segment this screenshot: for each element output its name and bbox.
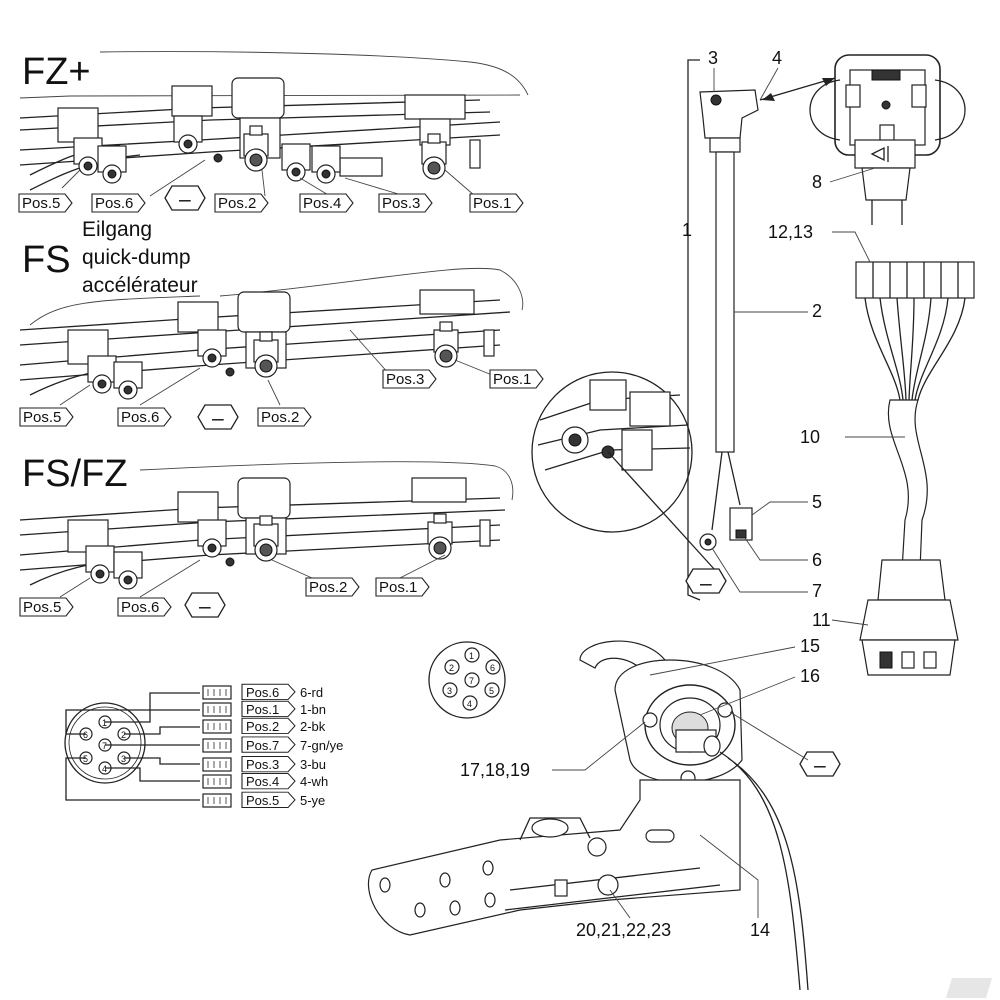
pos-tag: Pos.2	[218, 195, 256, 212]
fs-fz-title: FS/FZ	[22, 453, 128, 495]
legend-pos: Pos.6	[246, 685, 279, 700]
callout-17-19: 17,18,19	[460, 760, 530, 780]
socket-bracket-assembly	[367, 640, 809, 991]
legend-pos: Pos.7	[246, 738, 279, 753]
callout-7: 7	[812, 581, 822, 601]
callout-14: 14	[750, 920, 770, 940]
callout-12-13: 12,13	[768, 222, 813, 242]
legend-wire: 1-bn	[300, 702, 326, 717]
fs-assembly: FS Eilgang quick-dump accélérateur Pos.3…	[19, 218, 544, 430]
legend-pos: Pos.3	[246, 757, 279, 772]
legend-row: Pos.5 5-ye	[202, 791, 325, 809]
legend-wire: 5-ye	[300, 793, 325, 808]
part-callouts: 3 4 8 12,13 1 2 10 5 6 7 11 15 16 17,18,…	[460, 48, 905, 940]
pos-tag: Pos.1	[473, 195, 511, 212]
callout-15: 15	[800, 636, 820, 656]
socket-face: 1 2 3 4 5 6 7	[428, 641, 506, 719]
legend-pos: Pos.2	[246, 719, 279, 734]
svg-text:2: 2	[121, 730, 126, 740]
callout-3: 3	[708, 48, 718, 68]
legend-row: Pos.3 3-bu	[202, 755, 326, 773]
pos-tag: Pos.5	[23, 599, 61, 616]
legend-row: Pos.2 2-bk	[202, 717, 326, 735]
fs-pos-tags: Pos.3 Pos.1 Pos.5 Pos.6 Pos.2	[19, 369, 544, 427]
callout-5: 5	[812, 492, 822, 512]
svg-text:6: 6	[83, 730, 88, 740]
svg-text:7: 7	[102, 741, 107, 751]
legend-row: Pos.4 4-wh	[202, 772, 328, 790]
pos-tag: Pos.6	[121, 599, 159, 616]
svg-text:6: 6	[490, 663, 495, 673]
svg-text:5: 5	[83, 754, 88, 764]
minus-symbol: –	[212, 407, 224, 430]
legend-pin-circle: 1 2 3 4 5 6 7	[79, 715, 131, 775]
svg-text:4: 4	[102, 764, 107, 774]
fs-fz-pos-tags: Pos.2 Pos.1 Pos.5 Pos.6	[19, 577, 430, 617]
fz-plus-assembly: FZ+ Pos.5 Pos.6 Pos.2 Pos.4	[18, 51, 529, 213]
fz-plus-title: FZ+	[22, 51, 91, 93]
legend-rows: Pos.6 6-rd Pos.1 1-bn Pos.2 2-bk	[202, 683, 343, 809]
fs-fz-assembly: FS/FZ Pos.2 Pos.1 Pos.5 Pos.6 –	[19, 453, 514, 618]
legend-row: Pos.1 1-bn	[202, 700, 326, 718]
minus-symbol: –	[700, 572, 712, 595]
pos-tag: Pos.3	[382, 195, 420, 212]
callout-4: 4	[772, 48, 782, 68]
callout-6: 6	[812, 550, 822, 570]
legend-wire: 3-bu	[300, 757, 326, 772]
svg-text:3: 3	[447, 686, 452, 696]
pos-tag: Pos.1	[379, 579, 417, 596]
legend-pos: Pos.5	[246, 793, 279, 808]
cable-assembly: –	[685, 54, 975, 676]
minus-symbol: –	[814, 754, 826, 777]
fs-subtitle-fr: accélérateur	[82, 274, 198, 297]
callout-10: 10	[800, 427, 820, 447]
pos-tag: Pos.6	[121, 409, 159, 426]
watermark-logo	[946, 978, 992, 998]
fz-plus-pos-tags: Pos.5 Pos.6 Pos.2 Pos.4 Pos.3 Pos.1	[18, 193, 524, 213]
pos-tag: Pos.2	[261, 409, 299, 426]
legend-pos: Pos.4	[246, 774, 279, 789]
callout-16: 16	[800, 666, 820, 686]
pos-tag: Pos.5	[23, 409, 61, 426]
legend-wire: 4-wh	[300, 774, 328, 789]
minus-symbol: –	[179, 188, 191, 211]
pos-tag: Pos.6	[95, 195, 133, 212]
terminal-block	[855, 261, 975, 401]
legend-row: Pos.6 6-rd	[202, 683, 323, 701]
svg-text:5: 5	[489, 686, 494, 696]
pos-tag: Pos.3	[386, 371, 424, 388]
detail-magnifier	[531, 371, 716, 571]
callout-20-23: 20,21,22,23	[576, 920, 671, 940]
fs-subtitle-de: Eilgang	[82, 218, 152, 241]
pos-tag: Pos.4	[303, 195, 341, 212]
minus-symbol: –	[199, 595, 211, 618]
svg-text:4: 4	[467, 699, 472, 709]
svg-text:7: 7	[469, 676, 474, 686]
svg-text:2: 2	[449, 663, 454, 673]
callout-1: 1	[682, 220, 692, 240]
legend-wire: 6-rd	[300, 685, 323, 700]
pos-tag: Pos.2	[309, 579, 347, 596]
callout-8: 8	[812, 172, 822, 192]
legend-row: Pos.7 7-gn/ye	[202, 736, 343, 753]
callout-2: 2	[812, 301, 822, 321]
callout-11: 11	[812, 610, 831, 630]
pos-tag: Pos.1	[493, 371, 531, 388]
legend-pos: Pos.1	[246, 702, 279, 717]
fs-subtitle-en: quick-dump	[82, 246, 191, 269]
fs-title: FS	[22, 239, 71, 281]
legend-wire: 2-bk	[300, 719, 326, 734]
legend-wire: 7-gn/ye	[300, 738, 343, 753]
pos-tag: Pos.5	[22, 195, 60, 212]
svg-text:1: 1	[469, 651, 474, 661]
wiring-legend: 1 2 3 4 5 6 7 Pos.6 6-rd	[64, 683, 343, 809]
svg-text:1: 1	[102, 718, 107, 728]
svg-text:3: 3	[121, 754, 126, 764]
